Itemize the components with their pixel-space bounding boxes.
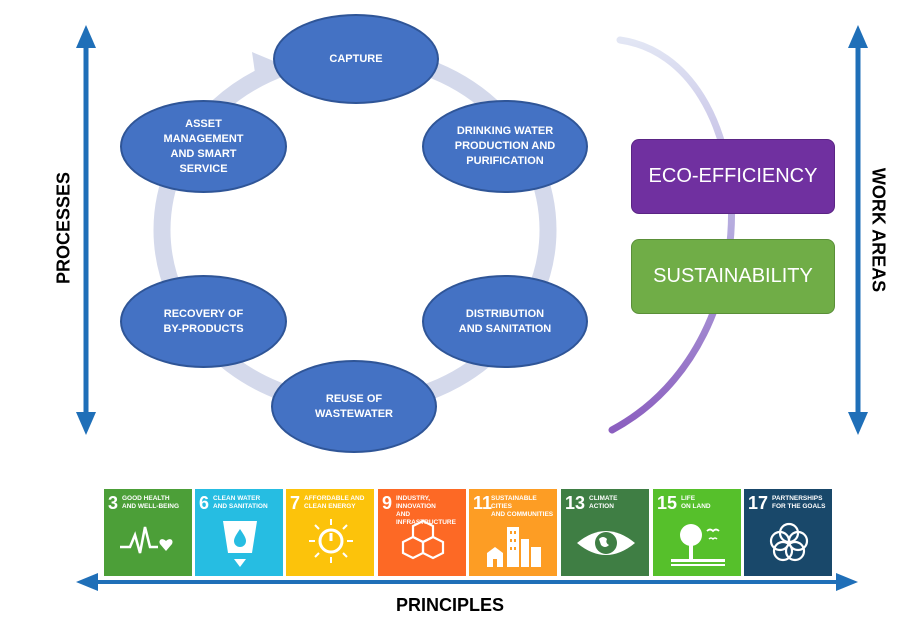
work-areas-arrow: [848, 25, 868, 435]
sdg-number: 11: [473, 493, 493, 513]
tree-icon: [671, 524, 725, 566]
sdg-title: CLEAN WATER AND SANITATION: [213, 495, 268, 510]
node-asset-management[interactable]: ASSET MANAGEMENT AND SMART SERVICE: [120, 100, 287, 193]
node-capture[interactable]: CAPTURE: [273, 14, 439, 104]
processes-arrow: [76, 25, 96, 435]
sun-power-icon: [309, 519, 353, 563]
node-recovery[interactable]: RECOVERY OF BY-PRODUCTS: [120, 275, 287, 368]
processes-label: PROCESSES: [53, 171, 74, 285]
sdg-tile-13[interactable]: 13 CLIMATE ACTION: [561, 489, 649, 576]
sdg-number: 7: [290, 493, 301, 513]
sdg-tile-9[interactable]: 9 INDUSTRY, INNOVATION AND INFRASTRUCTUR…: [378, 489, 466, 576]
sdg-title: PARTNERSHIPS FOR THE GOALS: [772, 495, 826, 510]
sdg-tile-7[interactable]: 7 AFFORDABLE AND CLEAN ENERGY: [286, 489, 374, 576]
eco-efficiency-box[interactable]: ECO-EFFICIENCY: [631, 139, 835, 214]
sdg-number: 15: [657, 493, 678, 513]
sdg-number: 17: [748, 493, 769, 513]
principles-label: PRINCIPLES: [396, 595, 505, 615]
water-drop-icon: [223, 521, 257, 567]
sdg-tile-11[interactable]: 11 SUSTAINABLE CITIES AND COMMUNITIES: [469, 489, 557, 576]
sdg-title: CLIMATE ACTION: [589, 495, 618, 510]
node-reuse[interactable]: REUSE OF WASTEWATER: [271, 360, 437, 453]
sdg-tile-15[interactable]: 15 LIFE ON LAND: [653, 489, 741, 576]
principles-arrow: [76, 573, 858, 591]
sdg-tile-6[interactable]: 6 CLEAN WATER AND SANITATION: [195, 489, 283, 576]
sdg-number: 13: [565, 493, 586, 513]
cubes-icon: [401, 519, 445, 560]
eye-globe-icon: [577, 531, 635, 555]
sdg-title: SUSTAINABLE CITIES AND COMMUNITIES: [491, 495, 554, 518]
heartbeat-icon: [120, 526, 173, 554]
sdg-title: GOOD HEALTH AND WELL-BEING: [122, 495, 180, 510]
work-areas-label: WORK AREAS: [868, 167, 889, 293]
sustainability-box[interactable]: SUSTAINABILITY: [631, 239, 835, 314]
sdg-number: 9: [382, 493, 393, 513]
rings-icon: [769, 522, 809, 562]
node-drinking-water[interactable]: DRINKING WATER PRODUCTION AND PURIFICATI…: [422, 100, 588, 193]
sdg-number: 6: [199, 493, 210, 513]
city-icon: [487, 527, 541, 567]
sdg-number: 3: [108, 493, 119, 513]
work-areas-arc: [608, 36, 735, 434]
cycle-arrowhead: [252, 52, 276, 80]
sdg-title: LIFE ON LAND: [681, 495, 711, 510]
sdg-tile-17[interactable]: 17 PARTNERSHIPS FOR THE GOALS: [744, 489, 832, 576]
sdg-tile-3[interactable]: 3 GOOD HEALTH AND WELL-BEING: [104, 489, 192, 576]
sdg-title: AFFORDABLE AND CLEAN ENERGY: [304, 495, 365, 510]
node-distribution[interactable]: DISTRIBUTION AND SANITATION: [422, 275, 588, 368]
